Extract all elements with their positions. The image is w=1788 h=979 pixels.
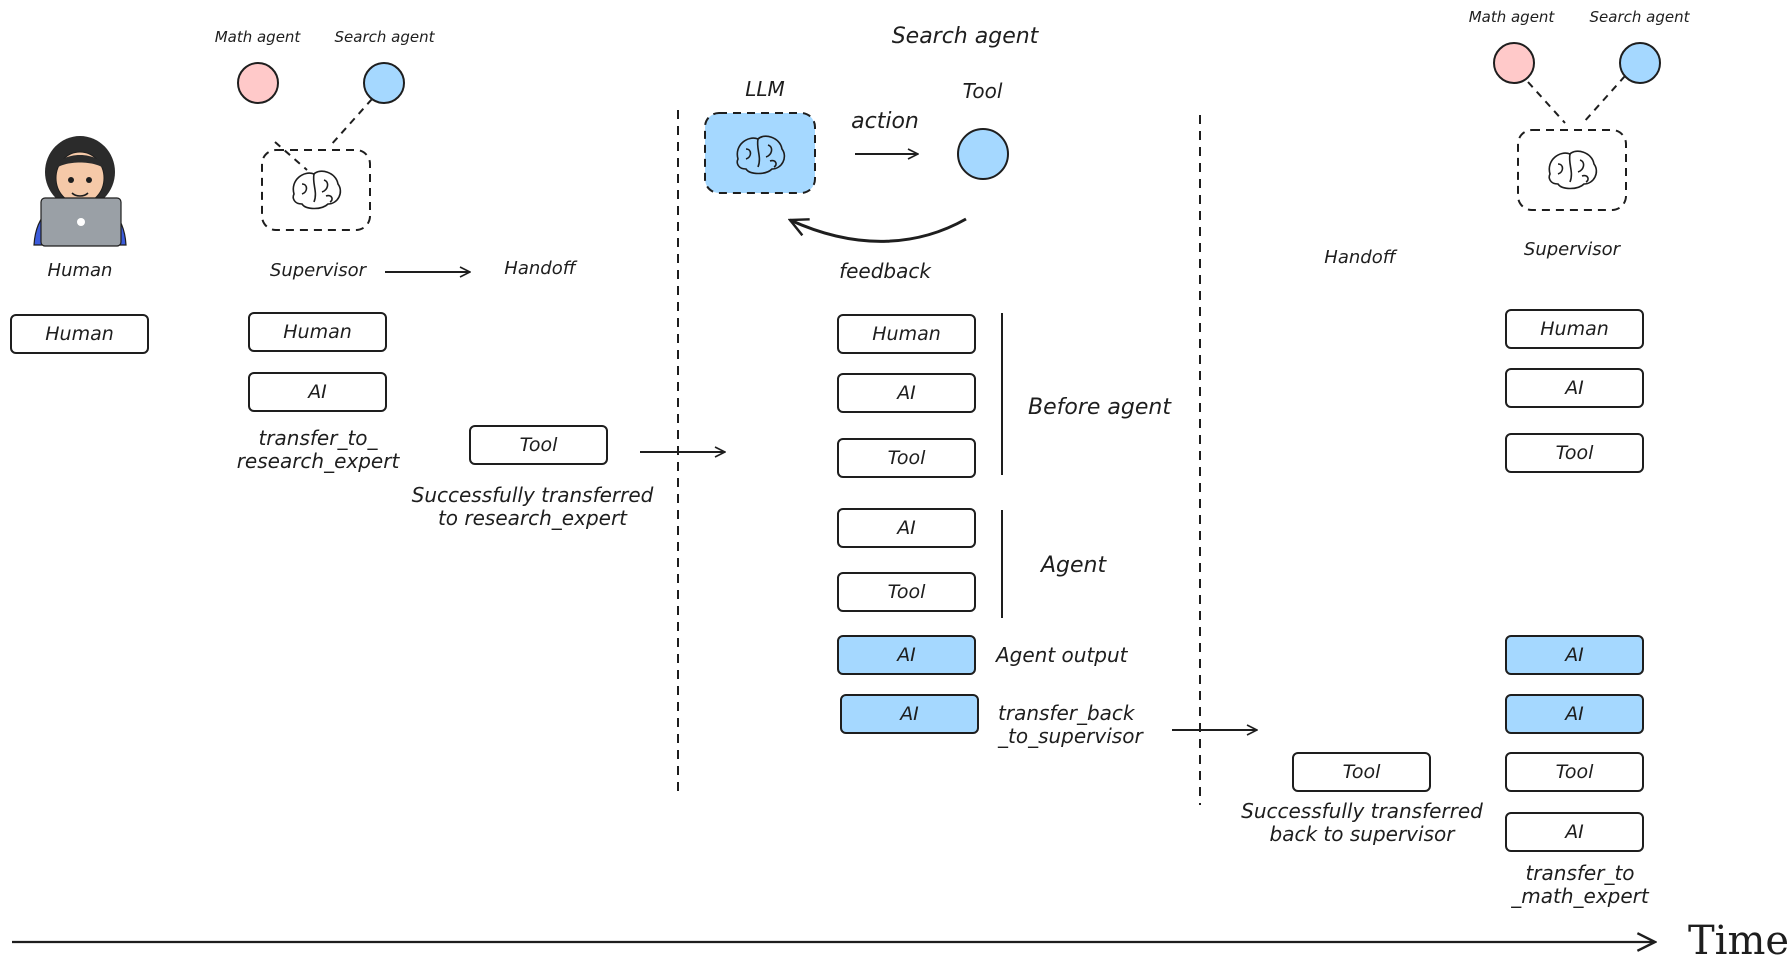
supervisor-math-link xyxy=(274,141,308,171)
message-label: AI xyxy=(308,381,327,403)
search-agent2-label: Search agent xyxy=(1589,8,1690,26)
message-label: AI xyxy=(1565,821,1584,843)
handoff-tool-message-box: Tool xyxy=(469,425,608,465)
action-label: action xyxy=(851,109,919,134)
brain-icon xyxy=(292,170,342,210)
message-label: AI xyxy=(1565,377,1584,399)
caption-line: research_expert xyxy=(236,449,400,473)
agent-tool-message-box: Tool xyxy=(837,572,976,612)
math-agent-label: Math agent xyxy=(214,28,301,46)
agent-label: Agent xyxy=(1041,553,1107,578)
supervisor2-math-link xyxy=(1527,81,1566,124)
search-tool-message-box: Tool xyxy=(837,438,976,478)
caption-line: transfer_back xyxy=(998,701,1135,725)
message-label: Human xyxy=(872,323,941,345)
supervisor2-handoff-tool-message-box: Tool xyxy=(1505,752,1644,792)
message-label: AI xyxy=(1565,703,1584,725)
human-avatar xyxy=(33,136,127,247)
search-ai-message-box: AI xyxy=(837,373,976,413)
caption-line: back to supervisor xyxy=(1269,822,1455,846)
agent-ai-message-box: AI xyxy=(837,508,976,548)
search-agent-title: Search agent xyxy=(891,24,1039,49)
agent-output-message-box: AI xyxy=(837,635,976,675)
supervisor-label: Supervisor xyxy=(269,260,367,281)
llm-brain-icon xyxy=(736,135,786,175)
transfer-to-research-caption: transfer_to_ research_expert xyxy=(228,427,408,473)
time-label: Time xyxy=(1688,918,1788,964)
tool-label: Tool xyxy=(962,79,1003,103)
message-label: AI xyxy=(897,644,916,666)
feedback-arrow xyxy=(790,217,967,243)
message-label: Tool xyxy=(1342,761,1381,783)
caption-line: Successfully transferred xyxy=(411,483,654,507)
message-label: Tool xyxy=(519,434,558,456)
message-label: Human xyxy=(283,321,352,343)
message-label: Human xyxy=(45,323,114,345)
math-agent2-label: Math agent xyxy=(1468,8,1555,26)
supervisor2-transfer-ai-message-box: AI xyxy=(1505,694,1644,734)
search-agent-circle xyxy=(363,62,405,104)
caption-line: _math_expert xyxy=(1511,884,1649,908)
caption-line: Successfully transferred xyxy=(1241,799,1483,823)
supervisor2-next-ai-message-box: AI xyxy=(1505,812,1644,852)
human-label: Human xyxy=(47,260,113,281)
supervisor2-brain-icon xyxy=(1548,150,1598,190)
search-agent-label: Search agent xyxy=(334,28,435,46)
search-agent2-circle xyxy=(1619,42,1661,84)
llm-box xyxy=(704,112,816,194)
handoff-label: Handoff xyxy=(504,258,576,279)
supervisor-box xyxy=(261,149,371,231)
message-label: AI xyxy=(900,703,919,725)
message-label: Tool xyxy=(1555,442,1594,464)
message-label: AI xyxy=(1565,644,1584,666)
message-label: Tool xyxy=(887,581,926,603)
supervisor2-human-message-box: Human xyxy=(1505,309,1644,349)
supervisor2-agent-ai-message-box: AI xyxy=(1505,635,1644,675)
human-message-box: Human xyxy=(10,314,149,354)
tool-transfer-back-caption: Successfully transferred back to supervi… xyxy=(1232,800,1492,846)
handoff2-label: Handoff xyxy=(1324,247,1396,268)
math-agent-circle xyxy=(237,62,279,104)
supervisor-search-link xyxy=(329,98,373,147)
transfer-back-caption: transfer_back _to_supervisor xyxy=(998,702,1143,748)
message-label: Tool xyxy=(887,447,926,469)
search-human-message-box: Human xyxy=(837,314,976,354)
supervisor2-box xyxy=(1517,129,1627,211)
message-label: Tool xyxy=(1555,761,1594,783)
transfer-back-message-box: AI xyxy=(840,694,979,734)
supervisor2-ai-message-box: AI xyxy=(1505,368,1644,408)
handoff2-tool-message-box: Tool xyxy=(1292,752,1431,792)
message-label: AI xyxy=(897,517,916,539)
caption-line: transfer_to_ xyxy=(258,426,378,450)
supervisor2-tool-message-box: Tool xyxy=(1505,433,1644,473)
caption-line: _to_supervisor xyxy=(998,724,1143,748)
caption-line: to research_expert xyxy=(437,506,628,530)
tool-circle xyxy=(957,128,1009,180)
supervisor2-search-link xyxy=(1582,75,1626,124)
tool-transfer-caption: Successfully transferred to research_exp… xyxy=(405,484,660,530)
llm-label: LLM xyxy=(745,77,785,101)
message-label: AI xyxy=(897,382,916,404)
transfer-to-math-caption: transfer_to _math_expert xyxy=(1500,862,1660,908)
caption-line: transfer_to xyxy=(1525,861,1635,885)
supervisor2-label: Supervisor xyxy=(1523,239,1621,260)
before-agent-label: Before agent xyxy=(1028,395,1171,420)
supervisor-ai-message-box: AI xyxy=(248,372,387,412)
agent-output-label: Agent output xyxy=(996,643,1128,667)
supervisor-human-message-box: Human xyxy=(248,312,387,352)
math-agent2-circle xyxy=(1493,42,1535,84)
message-label: Human xyxy=(1540,318,1609,340)
feedback-label: feedback xyxy=(839,259,931,283)
